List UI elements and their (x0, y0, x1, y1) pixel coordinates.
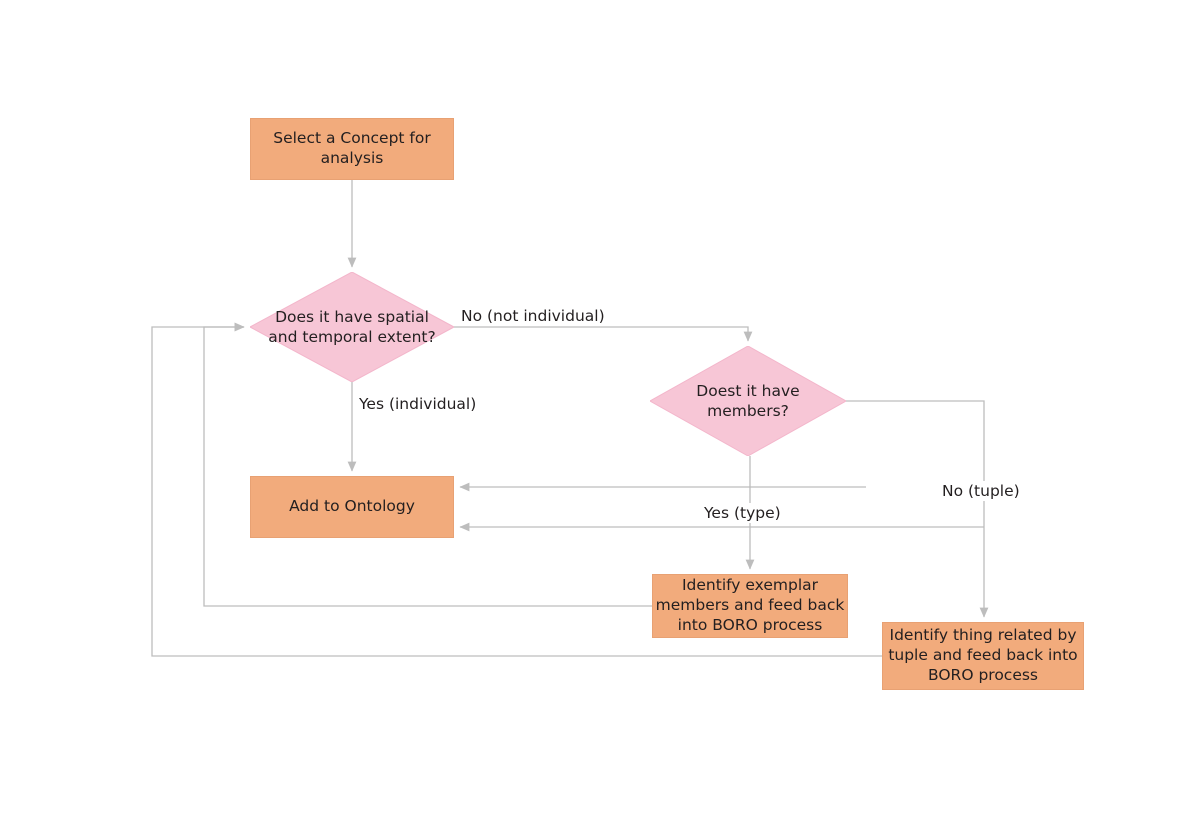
edge-label-no-tuple: No (tuple) (938, 481, 1024, 501)
edge-label-text: No (not individual) (461, 307, 605, 325)
node-label: Select a Concept for analysis (273, 129, 431, 167)
node-doest-it-have-members[interactable]: Doest it have members? (650, 346, 846, 456)
edge-label-no-not-individual: No (not individual) (457, 306, 609, 326)
edge-label-text: No (tuple) (942, 482, 1020, 500)
node-does-it-have-spatial-and-temporal-extent[interactable]: Does it have spatial and temporal extent… (250, 272, 454, 382)
edge-label-yes-individual: Yes (individual) (355, 394, 481, 414)
node-label: Add to Ontology (289, 497, 415, 516)
diamond-shape (650, 346, 846, 456)
diamond-shape (250, 272, 454, 382)
edge-extent-no-to-members (454, 326, 753, 342)
edge-members-no-to-tuple (846, 400, 989, 618)
node-select-a-concept[interactable]: Select a Concept for analysis (250, 118, 454, 180)
node-label: Identify thing related by tuple and feed… (888, 626, 1078, 684)
edge-label-yes-type: Yes (type) (700, 503, 785, 523)
edge-label-text: Yes (type) (704, 504, 781, 522)
edge-label-text: Yes (individual) (359, 395, 477, 413)
node-identify-exemplar-members[interactable]: Identify exemplar members and feed back … (652, 574, 848, 638)
node-identify-thing-related-by-tuple[interactable]: Identify thing related by tuple and feed… (882, 622, 1084, 690)
edge-tuple-feedback-to-extent (151, 322, 882, 657)
node-add-to-ontology[interactable]: Add to Ontology (250, 476, 454, 538)
node-label: Identify exemplar members and feed back … (655, 576, 845, 634)
